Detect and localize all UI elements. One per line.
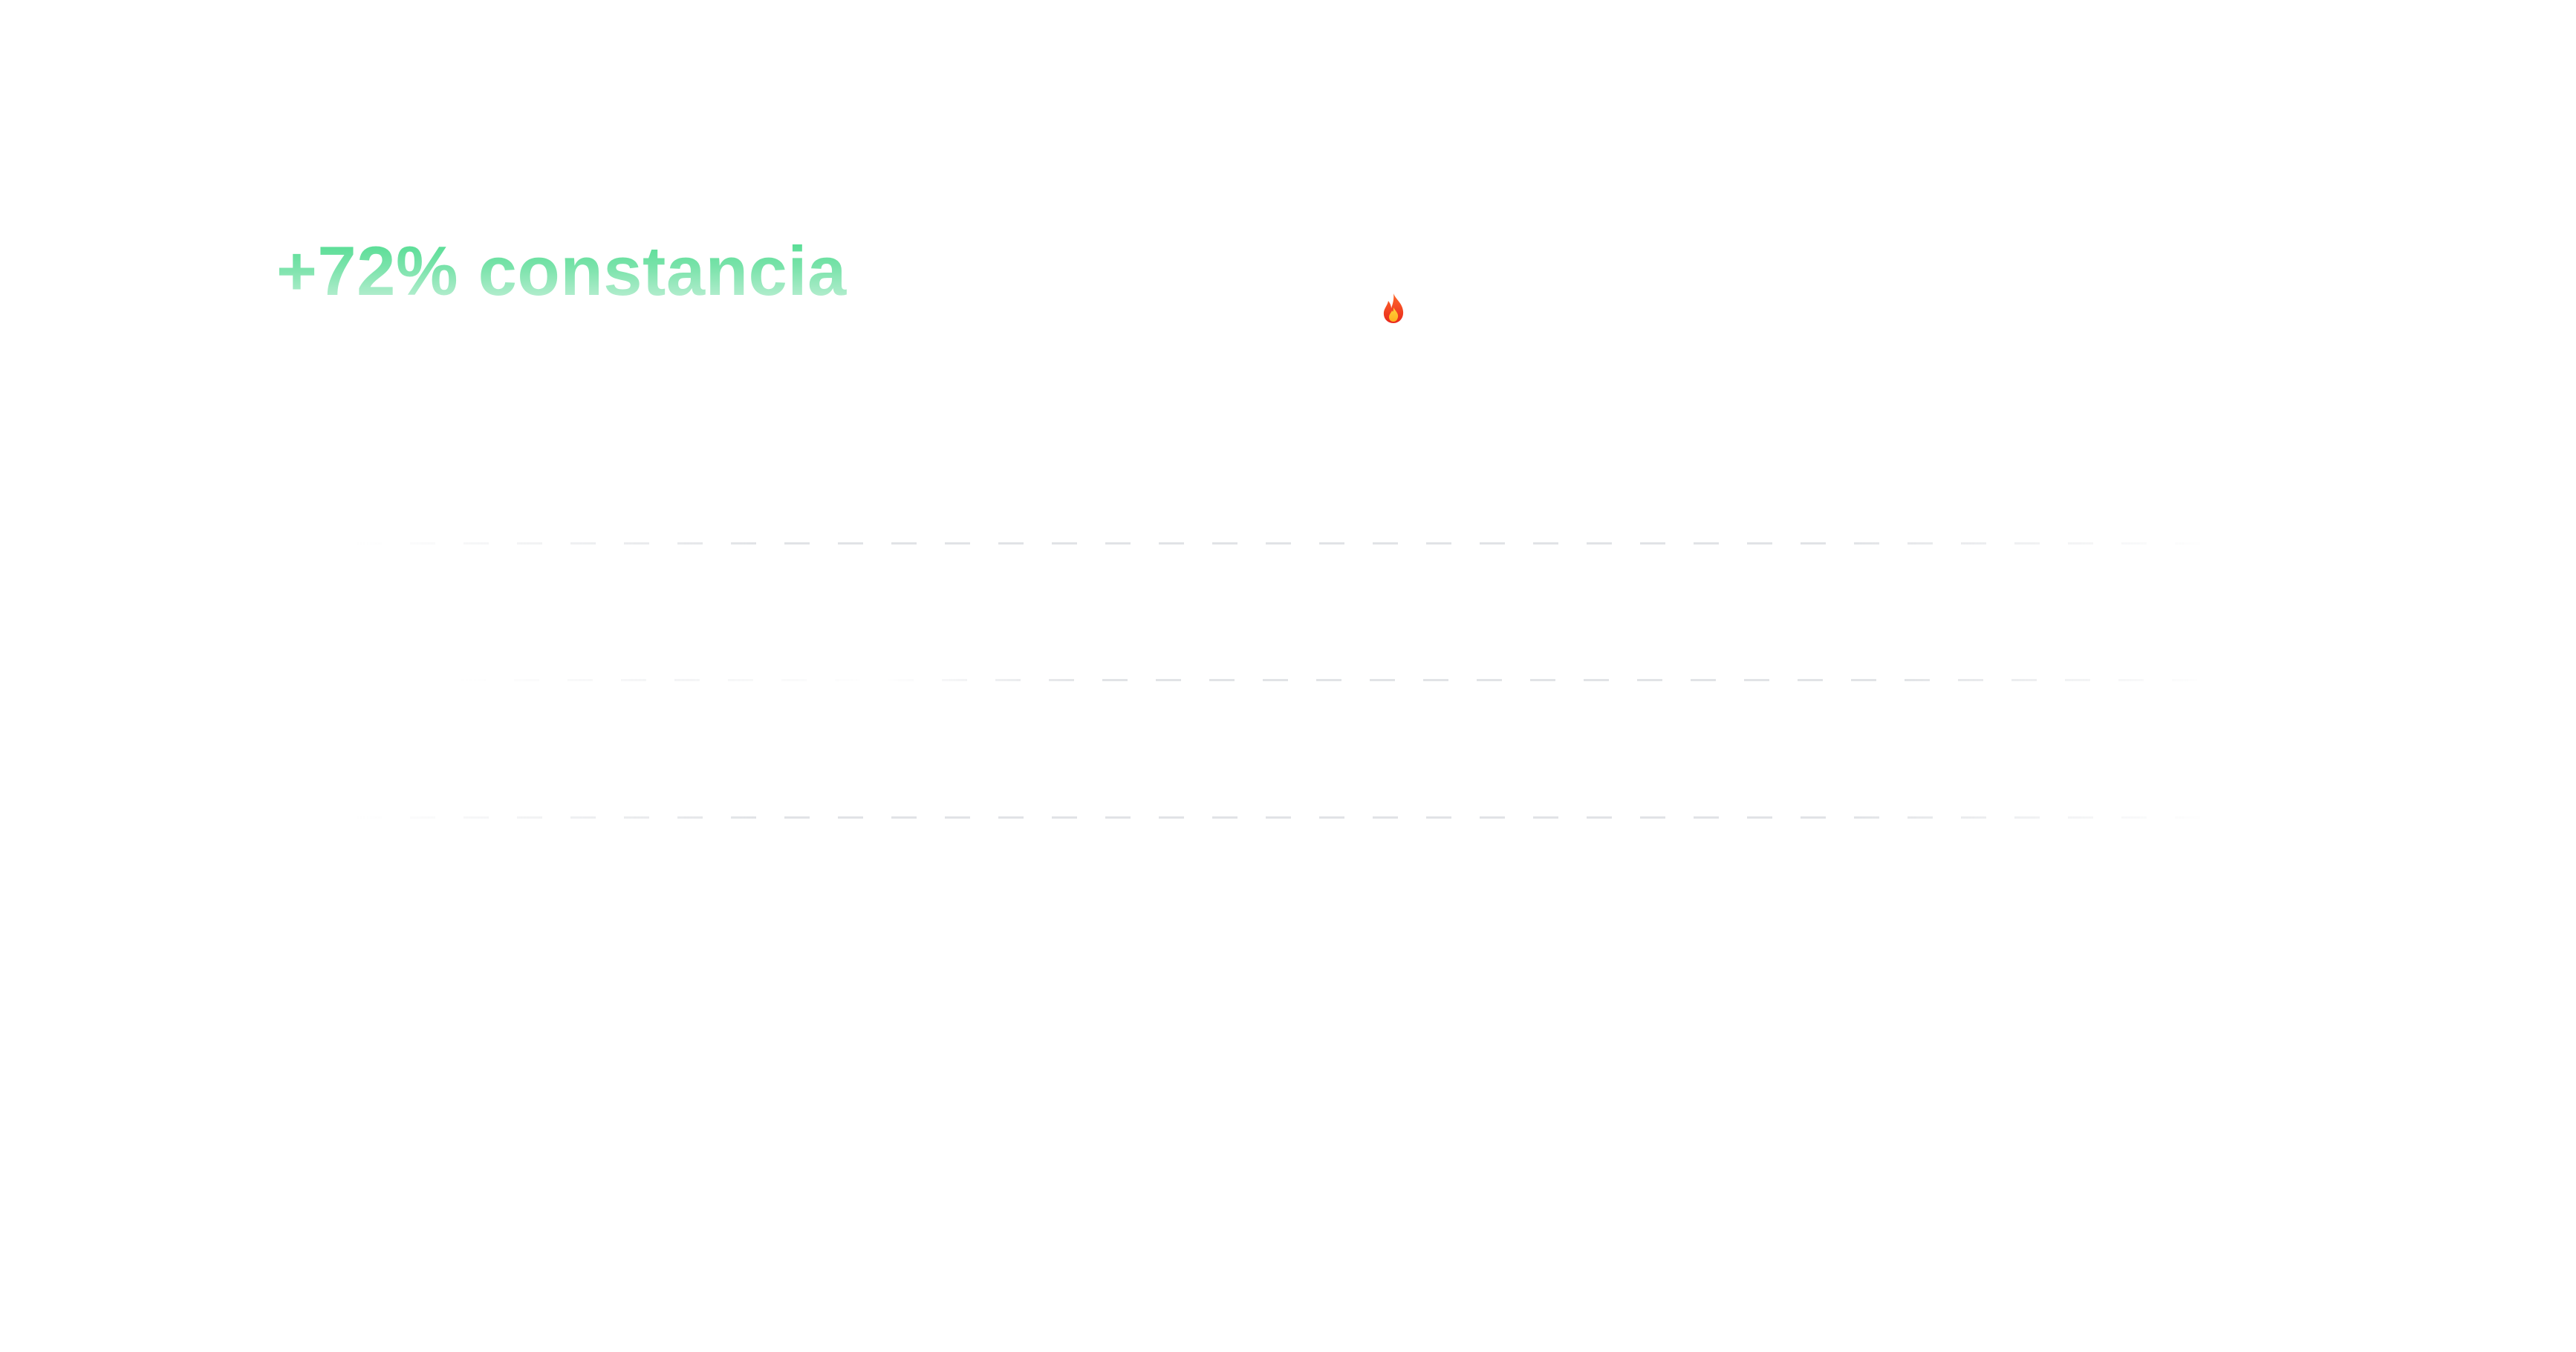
fire-icon (1383, 293, 1404, 323)
gridline-bottom (357, 816, 2214, 819)
gridline-middle (461, 679, 2214, 681)
gridline-top (357, 542, 2214, 545)
stat-headline: +72% constancia (276, 232, 847, 310)
